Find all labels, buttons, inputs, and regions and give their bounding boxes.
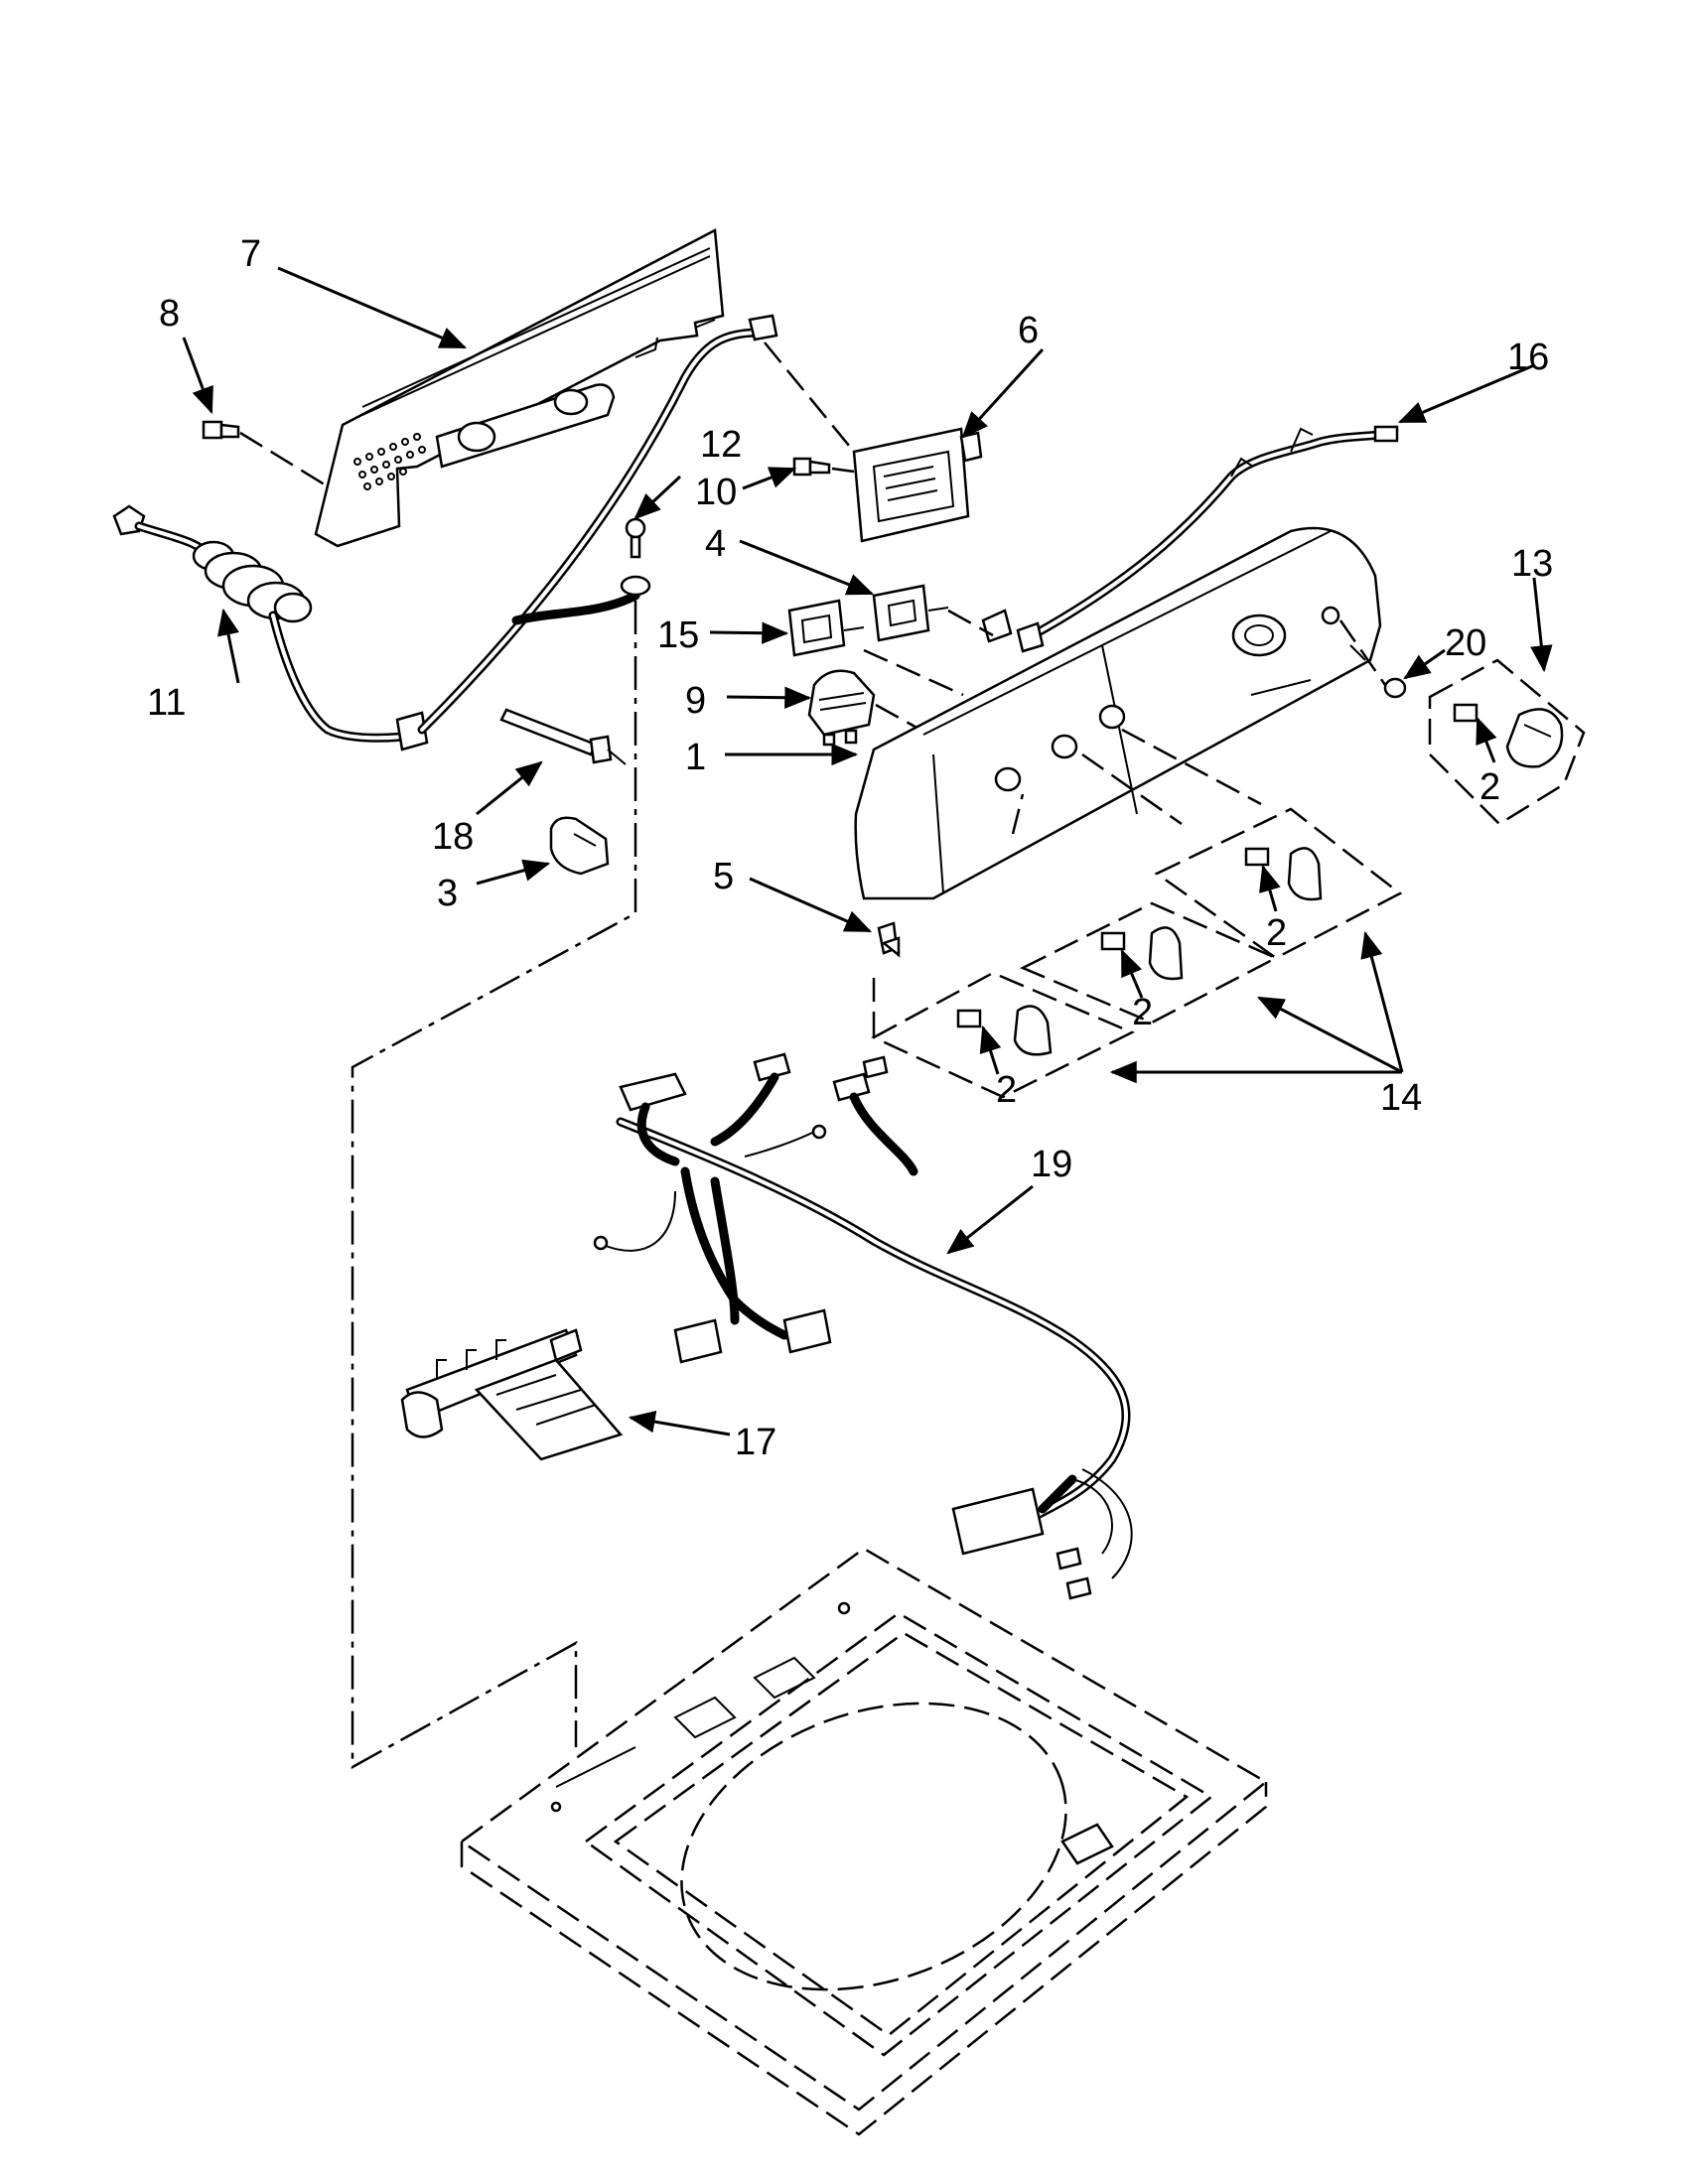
screw-10	[792, 457, 855, 477]
label-6: 6	[1018, 310, 1039, 351]
knob-13	[1428, 658, 1586, 826]
label-20: 20	[1445, 622, 1486, 664]
control-wire	[417, 314, 778, 735]
label-7: 7	[240, 233, 261, 275]
label-14: 14	[1380, 1077, 1422, 1119]
label-2-a: 2	[996, 1069, 1017, 1111]
label-16: 16	[1507, 337, 1549, 378]
main-wire-harness	[593, 1052, 1133, 1600]
label-11: 11	[147, 682, 186, 724]
clip-5	[877, 921, 901, 958]
label-3: 3	[437, 873, 458, 914]
switch-15	[787, 599, 964, 697]
label-17: 17	[735, 1422, 776, 1463]
label-2-b: 2	[1132, 992, 1153, 1033]
upper-wire-harness	[981, 425, 1399, 653]
knob-group-middle	[1020, 901, 1279, 1024]
label-18: 18	[432, 816, 474, 858]
ground-screw-12	[351, 517, 651, 1770]
rear-control-panel	[314, 228, 725, 548]
dispenser-bracket	[400, 1328, 624, 1461]
label-2-d: 2	[1479, 766, 1500, 808]
label-13: 13	[1511, 543, 1553, 585]
label-19: 19	[1031, 1144, 1072, 1185]
control-board	[764, 341, 983, 543]
part-labels: 7 8 6 16 12 10 4 13 15 20 9 11 1 2 18 5 …	[147, 233, 1553, 1463]
label-10: 10	[695, 472, 737, 513]
knob-group-right	[1081, 728, 1403, 960]
label-8: 8	[159, 293, 180, 335]
label-2-c: 2	[1266, 912, 1287, 954]
switch-4	[872, 584, 994, 642]
power-cord	[112, 504, 429, 751]
top-cover	[459, 1547, 1269, 2136]
knob-group-left	[871, 793, 1135, 1099]
clamp-3	[549, 816, 610, 876]
label-4: 4	[705, 523, 726, 565]
leader-lines	[182, 266, 1553, 1436]
console	[854, 526, 1382, 900]
screw-8	[202, 420, 329, 488]
cable-tie	[499, 708, 627, 765]
pressure-switch	[807, 669, 939, 747]
washer-20	[1338, 619, 1407, 699]
label-12: 12	[700, 424, 742, 466]
label-15: 15	[657, 614, 699, 656]
label-5: 5	[713, 856, 734, 897]
label-9: 9	[685, 680, 706, 722]
label-1: 1	[685, 737, 706, 778]
